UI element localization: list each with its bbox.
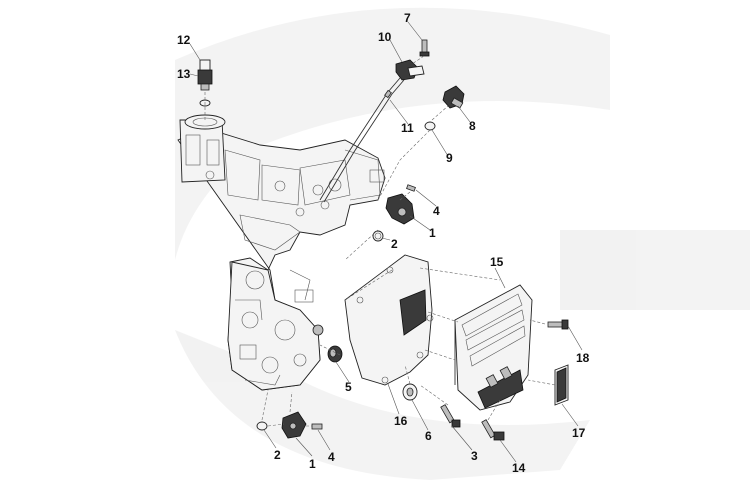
callout-2-lower: 2 bbox=[274, 448, 281, 462]
spacer-5 bbox=[327, 345, 343, 363]
callout-12: 12 bbox=[177, 33, 191, 47]
seal-9 bbox=[424, 121, 436, 131]
leader-lines bbox=[204, 55, 556, 427]
background-watermark bbox=[175, 7, 750, 480]
engine-block bbox=[177, 114, 386, 391]
ecu-15 bbox=[454, 284, 533, 411]
callout-17: 17 bbox=[572, 426, 586, 440]
bolt-4-upper bbox=[406, 184, 416, 192]
callout-15: 15 bbox=[490, 255, 504, 269]
callout-14: 14 bbox=[512, 461, 526, 475]
callout-11: 11 bbox=[401, 121, 414, 135]
callout-10: 10 bbox=[378, 30, 392, 44]
callout-1-lower: 1 bbox=[309, 457, 316, 471]
callout-1-upper: 1 bbox=[429, 226, 436, 240]
bolt-14 bbox=[481, 419, 505, 441]
callout-3: 3 bbox=[471, 449, 478, 463]
callout-9: 9 bbox=[446, 151, 453, 165]
callout-5: 5 bbox=[345, 380, 352, 394]
bracket-16 bbox=[344, 254, 434, 386]
dipstick-tube bbox=[319, 77, 405, 203]
ring-2-upper bbox=[372, 230, 384, 242]
callout-18: 18 bbox=[576, 351, 590, 365]
spacer-6 bbox=[402, 383, 418, 401]
sensor-12 bbox=[197, 59, 213, 91]
sensor-1-upper bbox=[385, 193, 415, 225]
callout-13: 13 bbox=[177, 67, 191, 81]
sensor-1-lower bbox=[281, 411, 307, 439]
bolt-18 bbox=[547, 319, 569, 330]
callout-4-lower: 4 bbox=[328, 450, 335, 464]
cover-17 bbox=[554, 364, 569, 406]
bolt-3 bbox=[440, 404, 461, 428]
sensor-10 bbox=[395, 59, 425, 81]
ring-2-lower bbox=[256, 421, 268, 431]
callout-2-upper: 2 bbox=[391, 237, 398, 251]
bolt-4-lower bbox=[311, 423, 323, 430]
callout-7: 7 bbox=[404, 11, 411, 25]
sensor-8 bbox=[442, 85, 465, 109]
callout-6: 6 bbox=[425, 429, 432, 443]
callout-16: 16 bbox=[394, 414, 408, 428]
callout-4-upper: 4 bbox=[433, 204, 440, 218]
bolt-7 bbox=[419, 39, 430, 57]
callout-leaders bbox=[189, 21, 583, 463]
callout-8: 8 bbox=[469, 119, 476, 133]
